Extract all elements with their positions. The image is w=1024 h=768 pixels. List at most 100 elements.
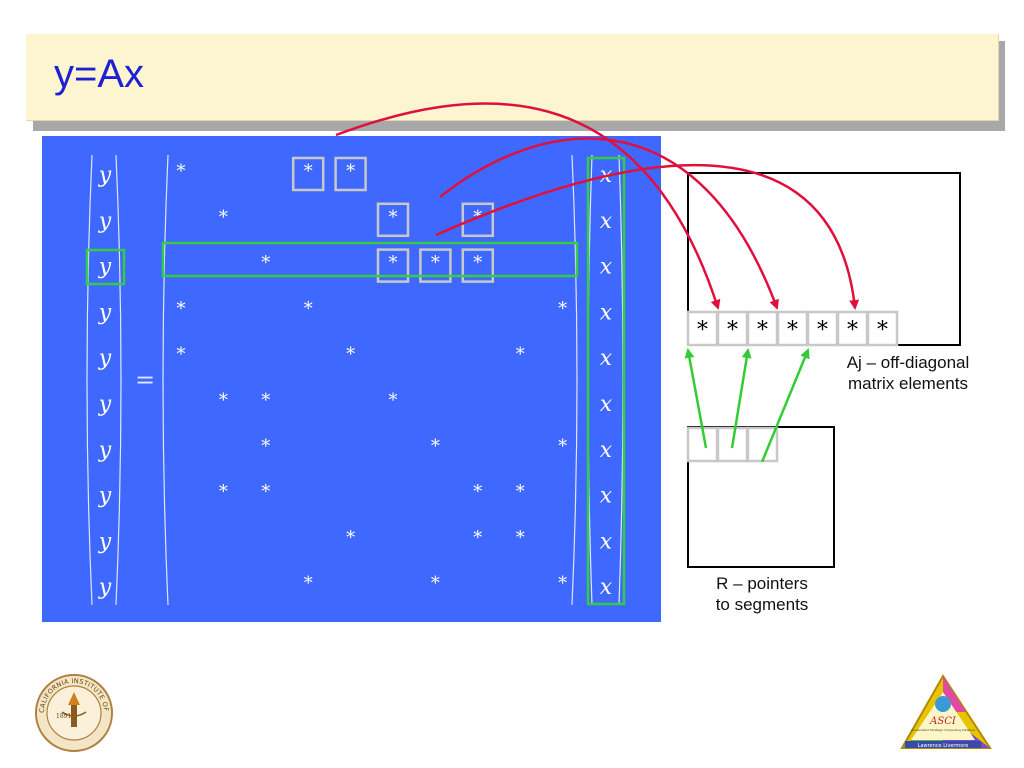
matrix-entry: * (473, 482, 482, 503)
highlight-y-element (85, 248, 126, 286)
y-element: y (98, 529, 112, 554)
svg-text:Accelerated Strategic Computin: Accelerated Strategic Computing Initiati… (911, 728, 975, 732)
matrix-entry: * (177, 344, 186, 365)
matrix-entry: * (558, 436, 567, 457)
x-element: x (600, 484, 613, 509)
matrix-panel (42, 136, 661, 622)
aj-array: * * * * * * * (686, 310, 899, 347)
matrix-entry: * (304, 161, 313, 182)
y-element: y (98, 484, 112, 509)
aj-label: Aj – off-diagonal matrix elements (820, 352, 996, 394)
highlight-matrix-row (161, 241, 579, 278)
aj-cell (776, 310, 809, 347)
aj-cell-symbol: * (697, 318, 708, 343)
offdiag-box (291, 156, 325, 192)
matrix-entry: * (431, 253, 440, 274)
aj-cell-symbol: * (757, 318, 768, 343)
aj-label-line1: Aj – off-diagonal (846, 353, 970, 372)
matrix-entry: * (219, 207, 228, 228)
x-element: x (600, 209, 613, 234)
x-element: x (600, 529, 613, 554)
y-element: y (98, 255, 112, 280)
matrix-entry: * (261, 436, 270, 457)
offdiag-box (461, 248, 495, 283)
equals-sign: = (135, 366, 155, 394)
matrix-entry: * (261, 253, 270, 274)
x-element: x (600, 346, 613, 371)
matrix-entry: * (177, 298, 186, 319)
matrix-entry: * (346, 527, 355, 548)
svg-text:CALIFORNIA INSTITUTE OF TECHNO: CALIFORNIA INSTITUTE OF TECHNOLOGY (0, 0, 110, 714)
aj-cell-symbol: * (847, 318, 858, 343)
arrow-r2-to-aj (760, 348, 810, 463)
x-element: x (600, 300, 613, 325)
aj-cell (866, 310, 899, 347)
matrix-entry: * (346, 344, 355, 365)
matrix-entry: * (389, 390, 398, 411)
aj-label-line2: matrix elements (848, 374, 968, 393)
matrix-brackets (162, 154, 578, 606)
svg-text:Lawrence Livermore: Lawrence Livermore (918, 743, 969, 749)
matrix-entry: * (516, 527, 525, 548)
matrix-entry: * (473, 527, 482, 548)
highlight-x-vector (586, 156, 626, 606)
arrow-r0-to-aj (684, 348, 708, 449)
asci-logo: ASCI Accelerated Strategic Computing Ini… (900, 674, 992, 749)
y-element: y (98, 438, 112, 463)
x-element: x (600, 575, 613, 600)
offdiag-box (419, 248, 452, 283)
y-element: y (98, 209, 112, 234)
r-label: R – pointers to segments (682, 573, 842, 615)
aj-cell-symbol: * (877, 318, 888, 343)
aj-cell (716, 310, 749, 347)
aj-cell (686, 310, 719, 347)
offdiag-highlight-boxes (291, 156, 495, 283)
title-bar: y=Ax (26, 34, 999, 121)
matrix-entry: * (261, 390, 270, 411)
matrix-entry: * (304, 298, 313, 319)
offdiag-box (376, 248, 410, 283)
aj-cell-symbol: * (817, 318, 828, 343)
y-element: y (98, 300, 112, 325)
matrix-entry: * (389, 207, 398, 228)
arrow-row2-to-aj (435, 163, 860, 310)
offdiag-box (461, 202, 495, 238)
matrix-entry: * (304, 573, 313, 594)
y-element: y (98, 346, 112, 371)
matrix-entry: * (431, 573, 440, 594)
matrix-entry: * (177, 161, 186, 182)
slide-title: y=Ax (54, 52, 145, 96)
r-array (686, 426, 779, 463)
matrix-entry: * (558, 573, 567, 594)
x-element: x (600, 255, 613, 280)
y-vector-brackets (86, 154, 122, 606)
aj-cell-symbol: * (787, 318, 798, 343)
red-arrows (335, 102, 860, 310)
matrix-entries: ******************************** (177, 161, 568, 594)
green-arrows (684, 348, 810, 463)
r-label-line1: R – pointers (716, 574, 808, 593)
offdiag-box (334, 156, 367, 192)
matrix-entry: * (473, 253, 482, 274)
svg-text:1891: 1891 (56, 713, 71, 720)
r-label-line2: to segments (715, 595, 809, 614)
y-element: y (98, 392, 112, 417)
matrix-entry: * (261, 482, 270, 503)
svg-text:ASCI: ASCI (929, 716, 957, 727)
matrix-entry: * (219, 390, 228, 411)
matrix-entry: * (516, 482, 525, 503)
matrix-entry: * (516, 344, 525, 365)
arrow-row1-to-aj (439, 137, 779, 310)
y-element: y (98, 163, 112, 188)
matrix-entry: * (346, 161, 355, 182)
caltech-seal-logo: CALIFORNIA INSTITUTE OF TECHNOLOGY 1891 (0, 0, 113, 752)
matrix-entry: * (219, 482, 228, 503)
matrix-entry: * (431, 436, 440, 457)
matrix-entry: * (558, 298, 567, 319)
matrix-entry: * (389, 253, 398, 274)
aj-cell-symbol: * (727, 318, 738, 343)
offdiag-box (376, 202, 410, 238)
